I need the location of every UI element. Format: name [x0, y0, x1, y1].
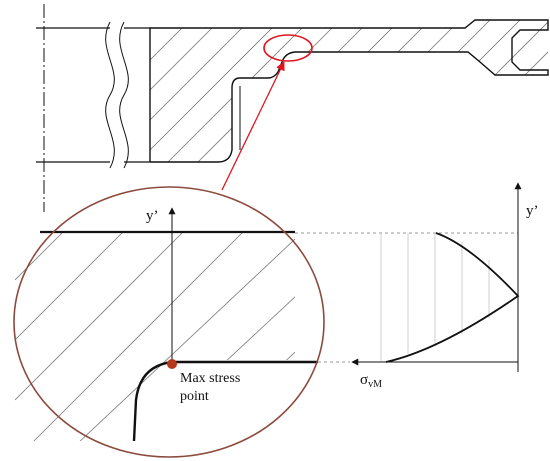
zoom-y-axis-label: y’ — [146, 208, 159, 224]
section-hatching — [150, 20, 548, 162]
max-stress-label-line2: point — [180, 389, 209, 404]
zoom-detail: y’ Max stress point — [13, 186, 325, 458]
sigma-axis-label: σvM — [360, 372, 382, 390]
max-stress-label-line1: Max stress — [180, 371, 240, 386]
zoom-hatching — [15, 232, 295, 441]
max-stress-point — [167, 359, 177, 369]
zoom-circle — [13, 186, 325, 458]
highlight-ellipse — [263, 34, 313, 62]
plot-y-axis-label: y’ — [526, 203, 539, 219]
leader-arrow — [221, 61, 285, 191]
break-line-left — [105, 21, 115, 169]
distribution-hatching — [380, 233, 490, 361]
stress-distribution-plot: y’ σvM — [295, 182, 539, 390]
stress-curve — [385, 232, 520, 363]
sigma-symbol: σ — [360, 372, 368, 388]
section-outline — [149, 19, 549, 163]
sigma-subscript: vM — [368, 379, 382, 390]
break-line-right — [119, 21, 129, 169]
